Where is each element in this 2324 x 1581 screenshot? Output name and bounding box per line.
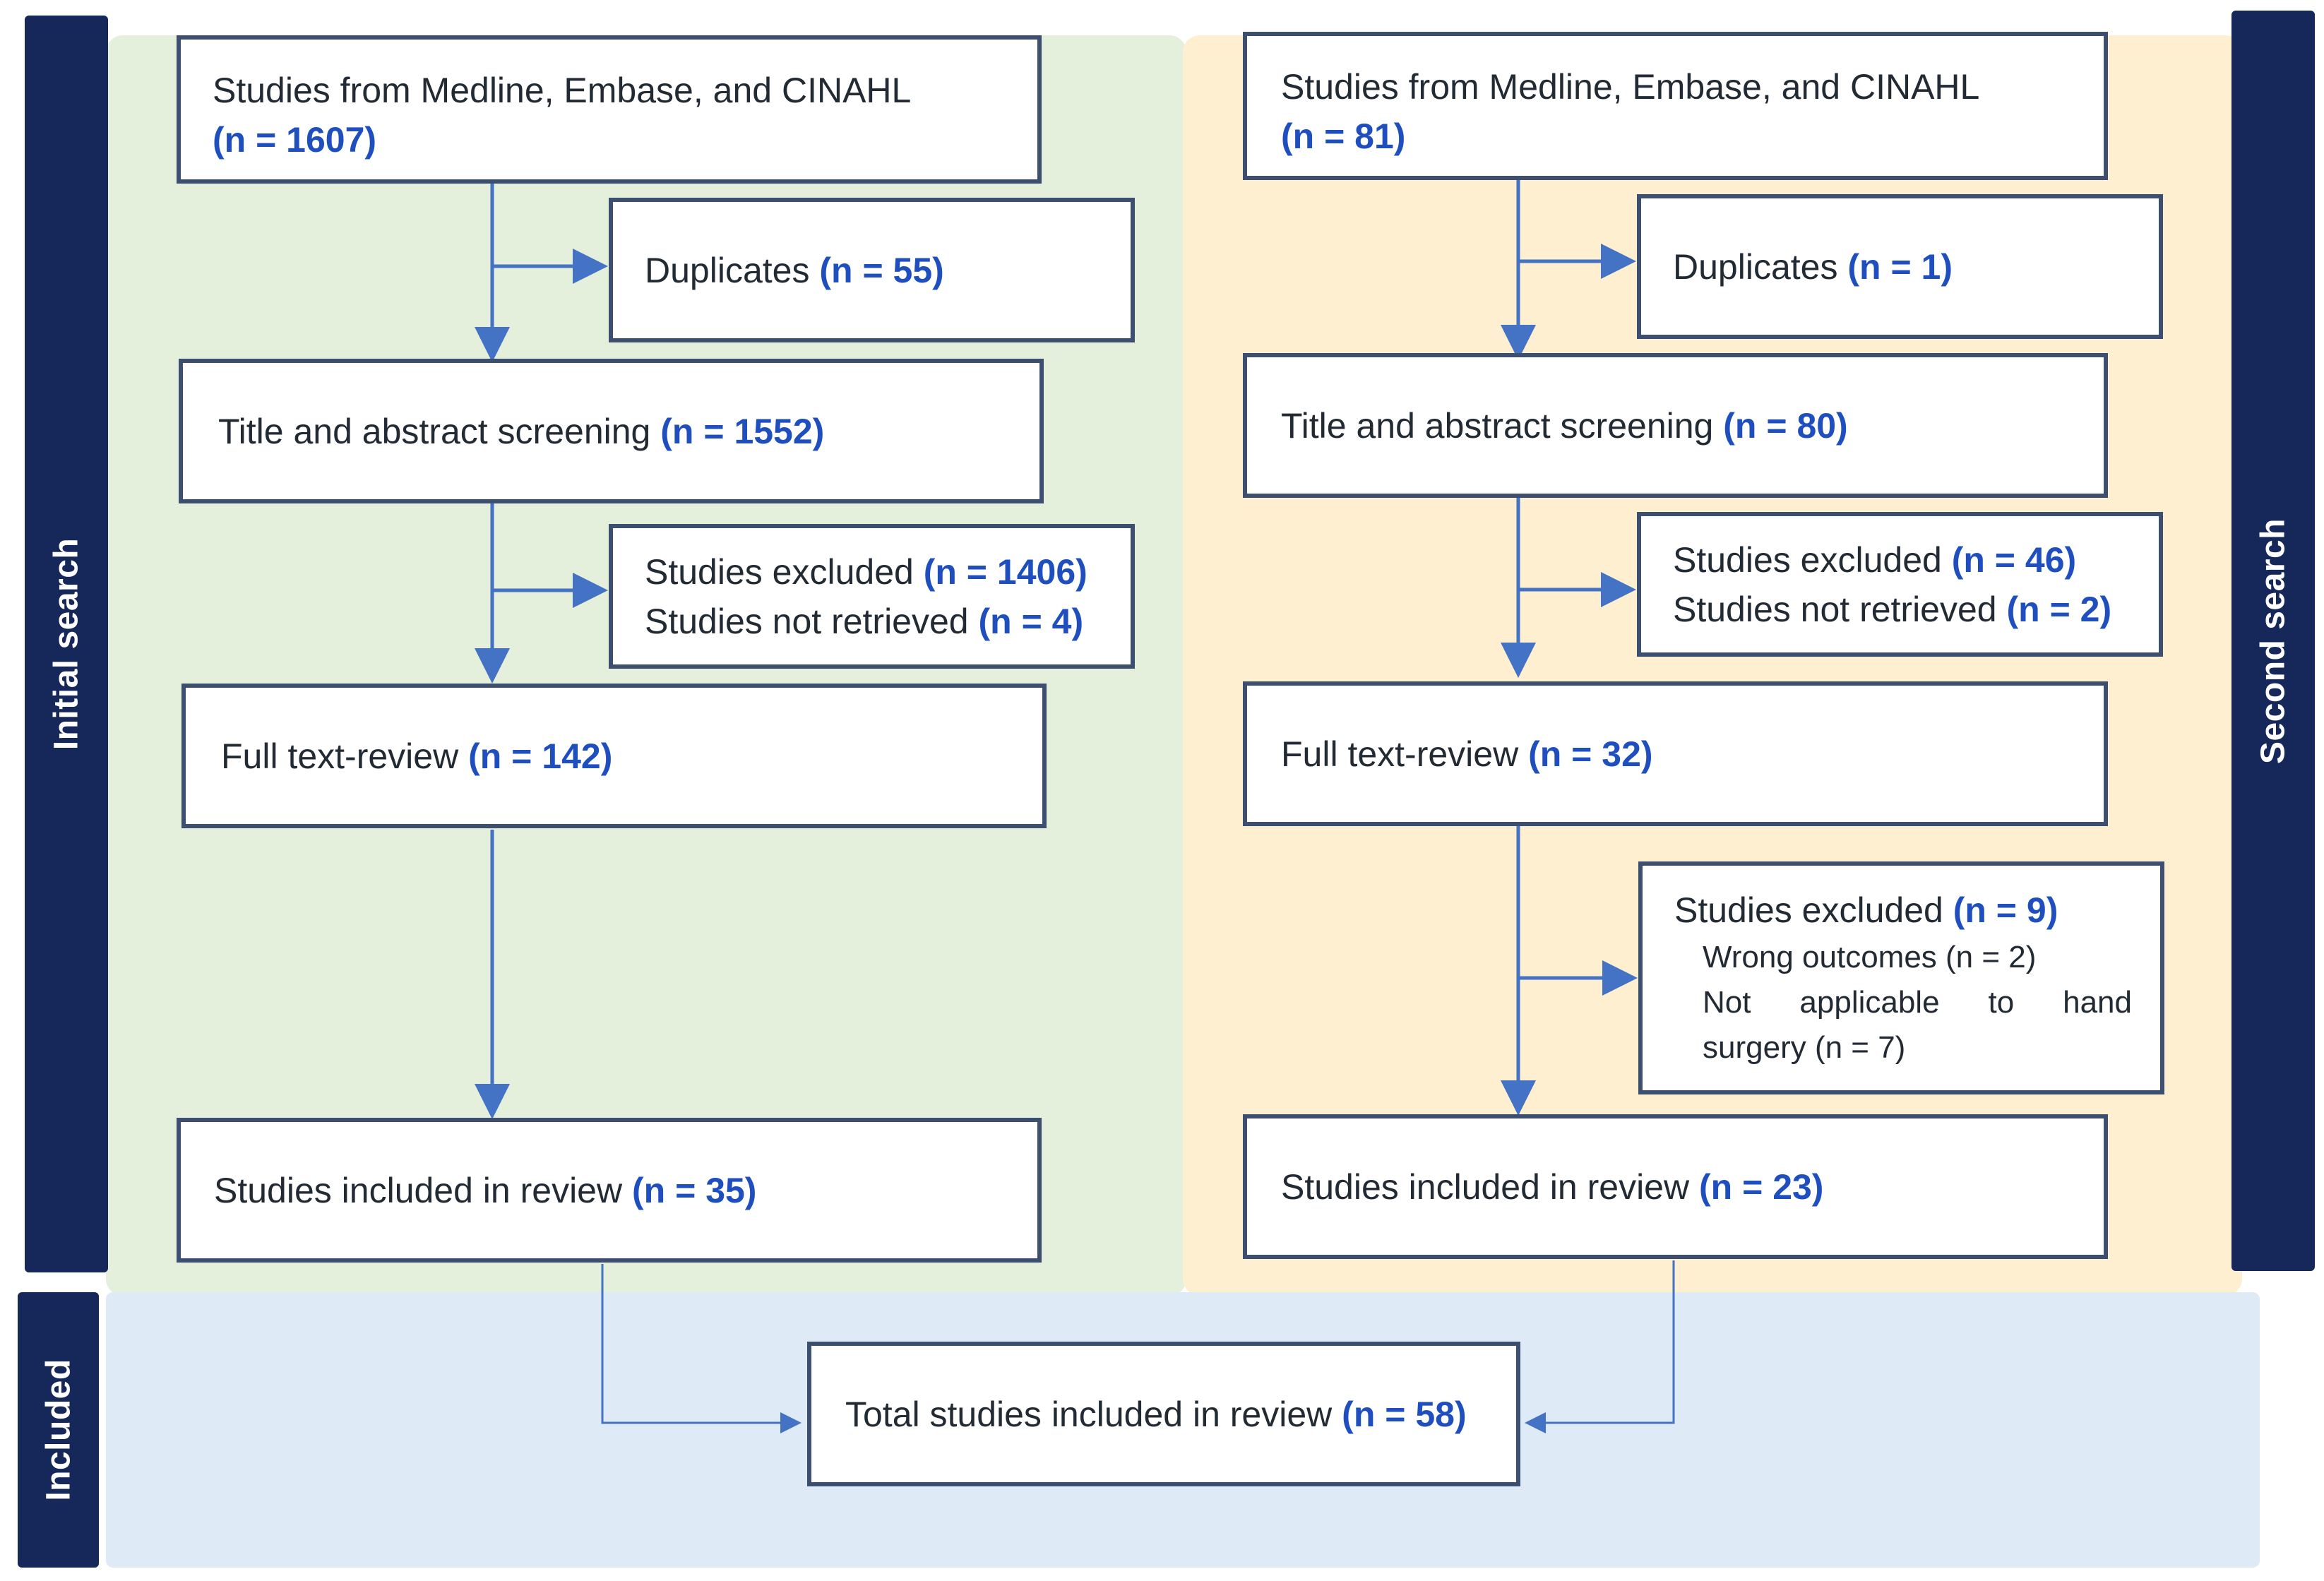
initial-excluded-count: (n = 1406) <box>923 551 1087 592</box>
total-included-text: Total studies included in review <box>845 1394 1333 1434</box>
initial-not-retrieved-count: (n = 4) <box>978 601 1084 641</box>
initial-sources-count: (n = 1607) <box>213 120 377 160</box>
arrow-initial-to-total <box>601 1264 802 1433</box>
second-included-box: Studies included in review (n = 23) <box>1243 1114 2108 1259</box>
second-duplicates-box: Duplicates (n = 1) <box>1637 194 2163 339</box>
second-sources-count: (n = 81) <box>1281 117 1406 156</box>
second-screening-box: Title and abstract screening (n = 80) <box>1243 353 2108 498</box>
initial-included-box: Studies included in review (n = 35) <box>177 1118 1042 1263</box>
second-sources-box: Studies from Medline, Embase, and CINAHL… <box>1243 32 2108 180</box>
initial-included-text: Studies included in review <box>214 1170 623 1210</box>
second-duplicates-text: Duplicates <box>1673 246 1838 287</box>
initial-screening-count: (n = 1552) <box>660 411 825 451</box>
exclusion-reason-not-applicable-cont: surgery (n = 7) <box>1703 1030 1906 1065</box>
second-excluded-count: (n = 46) <box>1951 539 2077 580</box>
second-not-retrieved-count: (n = 2) <box>2006 589 2112 629</box>
second-fulltext-box: Full text-review (n = 32) <box>1243 681 2108 826</box>
initial-excluded-text: Studies excluded <box>645 551 914 592</box>
second-excluded-fulltext-box: Studies excluded (n = 9) Wrong outcomes … <box>1638 861 2164 1094</box>
initial-duplicates-count: (n = 55) <box>819 250 944 290</box>
second-fulltext-count: (n = 32) <box>1528 734 1653 774</box>
initial-sources-box: Studies from Medline, Embase, and CINAHL… <box>177 35 1042 184</box>
second-not-retrieved-text: Studies not retrieved <box>1673 589 1997 629</box>
initial-not-retrieved-text: Studies not retrieved <box>645 601 969 641</box>
second-excluded-fulltext-text: Studies excluded <box>1674 890 1943 930</box>
initial-duplicates-box: Duplicates (n = 55) <box>609 198 1135 342</box>
second-duplicates-count: (n = 1) <box>1847 246 1953 287</box>
initial-search-bar: Initial search <box>25 16 108 1272</box>
initial-excluded-box: Studies excluded (n = 1406) Studies not … <box>609 524 1135 669</box>
total-included-count: (n = 58) <box>1342 1394 1467 1434</box>
second-search-bar: Second search <box>2231 11 2315 1271</box>
second-excluded-box: Studies excluded (n = 46) Studies not re… <box>1637 512 2163 657</box>
second-excluded-fulltext-count: (n = 9) <box>1953 890 2058 930</box>
exclusion-reason-not-applicable: Not applicable to hand <box>1703 985 2132 1020</box>
second-included-text: Studies included in review <box>1281 1167 1690 1207</box>
included-bar: Included <box>18 1292 99 1568</box>
arrow-second-to-total <box>1525 1260 1675 1433</box>
initial-screening-text: Title and abstract screening <box>218 411 651 451</box>
second-fulltext-text: Full text-review <box>1281 734 1519 774</box>
initial-fulltext-count: (n = 142) <box>468 736 613 776</box>
total-included-box: Total studies included in review (n = 58… <box>807 1342 1520 1486</box>
initial-fulltext-box: Full text-review (n = 142) <box>181 684 1047 828</box>
second-included-count: (n = 23) <box>1699 1167 1824 1207</box>
initial-sources-text: Studies from Medline, Embase, and CINAHL <box>213 71 912 110</box>
second-sources-text: Studies from Medline, Embase, and CINAHL <box>1281 67 1980 107</box>
initial-duplicates-text: Duplicates <box>645 250 810 290</box>
initial-fulltext-text: Full text-review <box>221 736 459 776</box>
second-excluded-text: Studies excluded <box>1673 539 1942 580</box>
exclusion-reason-wrong-outcomes: Wrong outcomes (n = 2) <box>1703 940 2037 974</box>
initial-screening-box: Title and abstract screening (n = 1552) <box>179 359 1044 503</box>
second-screening-count: (n = 80) <box>1723 405 1848 446</box>
second-screening-text: Title and abstract screening <box>1281 405 1714 446</box>
initial-included-count: (n = 35) <box>632 1170 757 1210</box>
